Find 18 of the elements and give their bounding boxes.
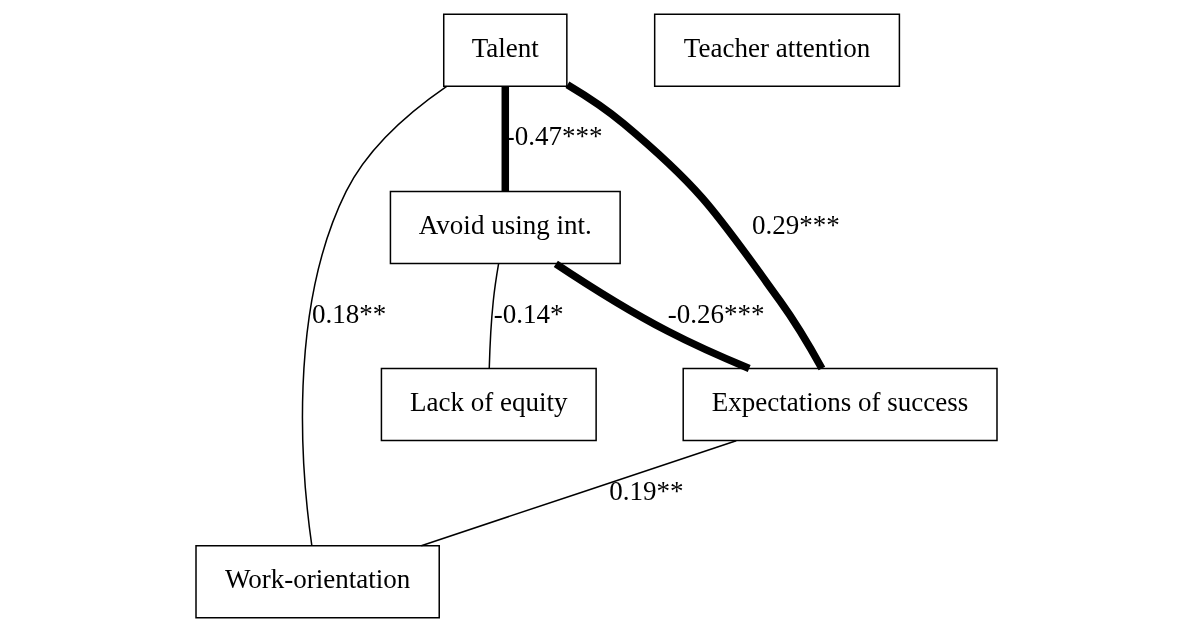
edge-label: -0.47*** [505,121,603,152]
connector [501,86,510,192]
edge-label: 0.18** [312,298,387,329]
node-box: Work-orientation [195,544,440,619]
connector [488,263,500,370]
edge-label: 0.29*** [751,210,840,241]
connector [301,85,448,546]
node-box: Expectations of success [682,367,998,442]
connector [553,260,751,372]
edge-label: -0.26*** [667,298,765,329]
node-box: Avoid using int. [389,190,621,265]
node-box: Teacher attention [653,13,901,88]
edge-label: 0.19** [609,475,684,506]
node-box: Lack of equity [380,367,597,442]
connector [420,439,737,547]
node-box: Talent [443,13,568,88]
edge-label: -0.14* [493,298,564,329]
connector [565,81,826,371]
